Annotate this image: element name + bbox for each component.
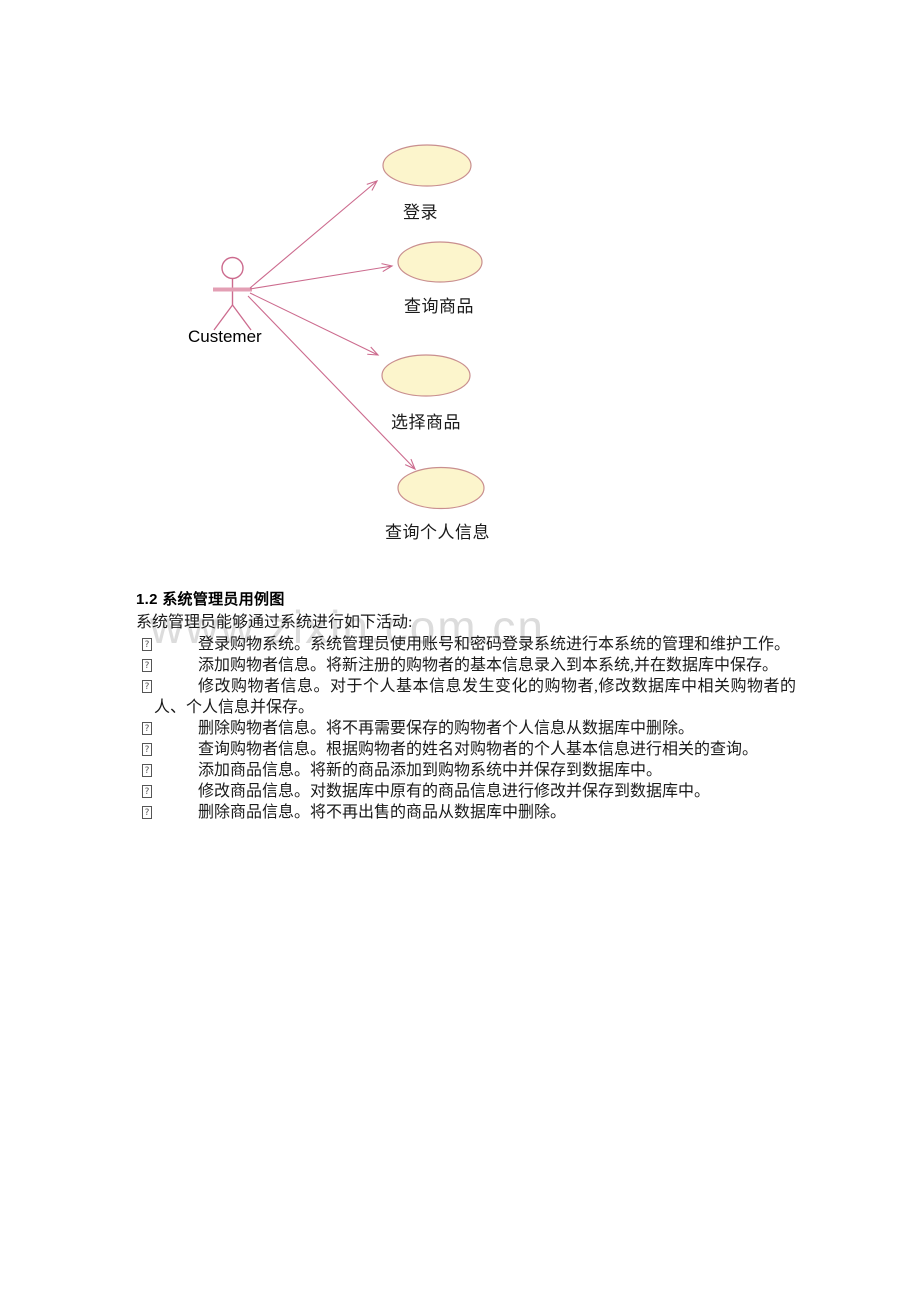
bullet-box-icon: ?	[142, 764, 152, 777]
section-content: 1.2 系统管理员用例图 系统管理员能够通过系统进行如下活动: ? 登录购物系统…	[136, 590, 796, 823]
list-item-text: 删除购物者信息。将不再需要保存的购物者个人信息从数据库中删除。	[198, 720, 695, 737]
use-case-label-4: 查询个人信息	[385, 523, 490, 542]
section-heading: 1.2 系统管理员用例图	[136, 591, 285, 608]
use-case-ellipses	[381, 144, 485, 510]
use-case-ellipse-2	[397, 241, 483, 283]
list-item: ? 删除商品信息。将不再出售的商品从数据库中删除。	[136, 802, 796, 823]
list-item-text: 修改购物者信息。对于个人基本信息发生变化的购物者,修改数据库中相关购物者的人、个…	[154, 678, 796, 716]
bullet-box-icon: ?	[142, 638, 152, 651]
list-item-text: 修改商品信息。对数据库中原有的商品信息进行修改并保存到数据库中。	[198, 783, 711, 800]
actor-label-custemer: Custemer	[188, 327, 262, 346]
bullet-box-icon: ?	[142, 743, 152, 756]
use-case-label-1: 登录	[403, 203, 438, 222]
use-case-ellipse-1	[382, 144, 472, 187]
use-case-diagram: Custemer 登录 查询商品 选择商品 查询个人信息	[0, 0, 920, 580]
list-item: ? 查询购物者信息。根据购物者的姓名对购物者的个人基本信息进行相关的查询。	[136, 739, 796, 760]
list-item-text: 查询购物者信息。根据购物者的姓名对购物者的个人基本信息进行相关的查询。	[198, 741, 759, 758]
use-case-label-3: 选择商品	[391, 413, 461, 432]
actor-stick-figure	[213, 256, 252, 331]
list-item-text: 删除商品信息。将不再出售的商品从数据库中删除。	[198, 804, 567, 821]
list-item: ? 添加购物者信息。将新注册的购物者的基本信息录入到本系统,并在数据库中保存。	[136, 655, 796, 676]
use-case-ellipse-4	[397, 466, 485, 510]
bullet-box-icon: ?	[142, 785, 152, 798]
list-item-text: 登录购物系统。系统管理员使用账号和密码登录系统进行本系统的管理和维护工作。	[198, 636, 791, 653]
list-item-text: 添加购物者信息。将新注册的购物者的基本信息录入到本系统,并在数据库中保存。	[198, 657, 779, 674]
list-item-text: 添加商品信息。将新的商品添加到购物系统中并保存到数据库中。	[198, 762, 663, 779]
section-intro: 系统管理员能够通过系统进行如下活动:	[136, 614, 413, 631]
use-case-label-2: 查询商品	[404, 297, 474, 316]
bullet-box-icon: ?	[142, 680, 152, 693]
list-item: ? 登录购物系统。系统管理员使用账号和密码登录系统进行本系统的管理和维护工作。	[136, 634, 796, 655]
association-lines	[247, 180, 417, 471]
bullet-box-icon: ?	[142, 722, 152, 735]
list-item: ? 修改商品信息。对数据库中原有的商品信息进行修改并保存到数据库中。	[136, 781, 796, 802]
list-item: ? 删除购物者信息。将不再需要保存的购物者个人信息从数据库中删除。	[136, 718, 796, 739]
bullet-box-icon: ?	[142, 659, 152, 672]
use-case-diagram-canvas	[213, 144, 485, 510]
bullet-box-icon: ?	[142, 806, 152, 819]
use-case-ellipse-3	[381, 354, 471, 397]
list-item: ? 添加商品信息。将新的商品添加到购物系统中并保存到数据库中。	[136, 760, 796, 781]
list-item: ? 修改购物者信息。对于个人基本信息发生变化的购物者,修改数据库中相关购物者的人…	[136, 676, 796, 718]
activity-list: ? 登录购物系统。系统管理员使用账号和密码登录系统进行本系统的管理和维护工作。 …	[136, 634, 796, 823]
